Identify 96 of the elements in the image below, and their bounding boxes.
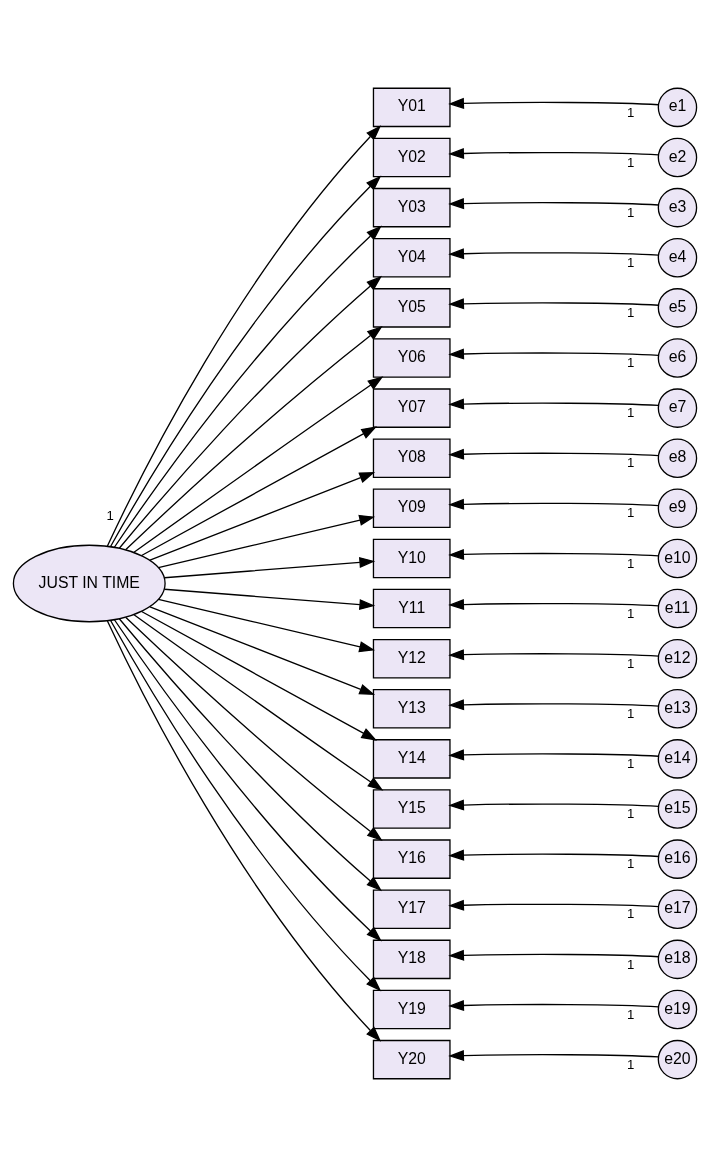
edge-label: 1 — [627, 1006, 635, 1022]
edge-label: 1 — [627, 304, 635, 320]
edge-label: 1 — [627, 855, 635, 871]
arrow — [448, 899, 660, 911]
edge-label: 1 — [627, 504, 635, 520]
node-circle: e13 — [657, 688, 698, 729]
node-circle: e10 — [657, 538, 698, 578]
arrow — [448, 448, 660, 460]
arrow — [133, 613, 384, 791]
edge-label: 1 — [627, 354, 635, 370]
edge-label: 1 — [627, 154, 635, 170]
arrow — [448, 548, 660, 560]
arrow — [448, 648, 660, 660]
arrow — [448, 347, 660, 359]
edge-label: 1 — [627, 956, 635, 972]
edge-label: 1 — [627, 204, 635, 220]
node-box: Y14 — [372, 738, 451, 779]
edge-label: 1 — [627, 104, 635, 120]
node-box: Y15 — [372, 788, 451, 829]
arrow — [140, 610, 378, 741]
edge-label: 1 — [106, 507, 114, 523]
edge-label: 1 — [627, 655, 635, 671]
edge-label: 1 — [627, 1056, 635, 1072]
arrow — [163, 556, 376, 578]
node-circle: e16 — [657, 838, 698, 879]
node-box: Y03 — [372, 187, 451, 227]
arrow — [448, 297, 660, 309]
arrow — [448, 147, 660, 159]
node-box: Y08 — [372, 437, 451, 478]
arrow — [149, 605, 376, 695]
arrow — [118, 617, 383, 891]
node-ellipse: JUST IN TIME — [12, 544, 166, 622]
node-circle: e11 — [657, 588, 698, 628]
edge-label: 1 — [627, 254, 635, 270]
edge-label: 1 — [627, 905, 635, 921]
arrow — [125, 616, 383, 841]
node-circle: e19 — [657, 989, 698, 1029]
arrow — [448, 1049, 660, 1061]
arrow — [448, 748, 660, 760]
node-circle: e15 — [657, 788, 698, 829]
arrow — [157, 598, 376, 652]
arrow — [448, 247, 660, 259]
arrow — [140, 425, 378, 556]
arrow — [448, 598, 660, 610]
edge-label: 1 — [627, 605, 635, 621]
node-box: Y02 — [372, 137, 451, 177]
node-circle: e14 — [657, 738, 698, 779]
arrow — [448, 698, 660, 710]
node-box: Y16 — [372, 838, 451, 879]
node-box: Y20 — [372, 1039, 451, 1079]
edge-label: 1 — [627, 555, 635, 571]
arrow — [448, 798, 660, 811]
arrow — [163, 588, 376, 610]
arrow — [149, 471, 376, 561]
node-box: Y01 — [372, 87, 451, 127]
node-box: Y05 — [372, 287, 451, 328]
arrow — [448, 999, 660, 1011]
arrow — [448, 498, 660, 510]
node-box: Y10 — [372, 538, 451, 578]
node-circle: e6 — [657, 337, 698, 378]
arrow — [448, 197, 660, 209]
edge-label: 1 — [627, 705, 635, 721]
node-box: Y04 — [372, 237, 451, 278]
node-circle: e18 — [657, 939, 698, 979]
arrow — [133, 375, 384, 553]
node-box: Y07 — [372, 387, 451, 428]
arrow — [118, 275, 383, 549]
node-circle: e2 — [657, 137, 698, 177]
arrow — [125, 325, 383, 550]
node-box: Y06 — [372, 337, 451, 378]
node-box: Y09 — [372, 488, 451, 528]
node-box: Y17 — [372, 888, 451, 929]
node-circle: e5 — [657, 287, 698, 328]
node-circle: e17 — [657, 888, 698, 929]
arrow — [448, 97, 660, 109]
edge-label: 1 — [627, 454, 635, 470]
arrow — [448, 949, 660, 961]
node-circle: e9 — [657, 488, 698, 528]
node-circle: e12 — [657, 638, 698, 678]
arrow — [448, 849, 660, 861]
node-box: Y13 — [372, 688, 451, 729]
node-circle: e20 — [657, 1039, 698, 1079]
arrow — [448, 398, 660, 410]
node-box: Y18 — [372, 939, 451, 979]
node-circle: e1 — [657, 87, 698, 127]
node-circle: e8 — [657, 437, 698, 478]
node-box: Y19 — [372, 989, 451, 1029]
edge-label: 1 — [627, 404, 635, 420]
edge-label: 1 — [627, 755, 635, 771]
edge-label: 1 — [627, 805, 635, 821]
node-circle: e3 — [657, 187, 698, 227]
arrow — [157, 514, 376, 568]
node-box: Y12 — [372, 638, 451, 678]
node-circle: e4 — [657, 237, 698, 278]
node-circle: e7 — [657, 387, 698, 428]
node-box: Y11 — [372, 588, 451, 628]
